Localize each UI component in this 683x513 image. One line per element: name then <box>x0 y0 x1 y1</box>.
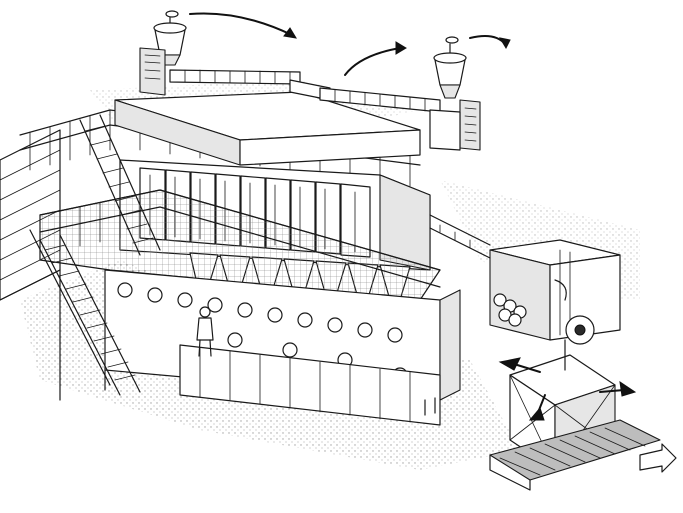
arrow-top-middle <box>395 41 407 55</box>
right-equipment-box <box>489 239 621 345</box>
control-cabinet <box>179 344 441 426</box>
upper-deck <box>114 91 421 166</box>
top-flow-arrows <box>189 12 511 76</box>
transfer-conveyor <box>429 214 491 259</box>
screw-row-upper <box>117 282 403 343</box>
upper-stairway <box>79 114 161 256</box>
right-box-pipes <box>493 293 527 327</box>
right-top-hopper <box>429 36 481 151</box>
container-arrows <box>498 357 637 421</box>
operator-figure <box>196 306 214 357</box>
support-posts <box>104 369 436 416</box>
arrow-top-left <box>283 27 297 39</box>
arrow-top-right <box>498 37 511 50</box>
top-feed-pipes <box>169 69 441 113</box>
roller-conveyor <box>489 419 661 491</box>
arrow-container-right <box>619 380 637 397</box>
left-top-hopper <box>139 10 187 96</box>
left-stairway <box>29 229 141 396</box>
output-arrow <box>639 443 677 473</box>
